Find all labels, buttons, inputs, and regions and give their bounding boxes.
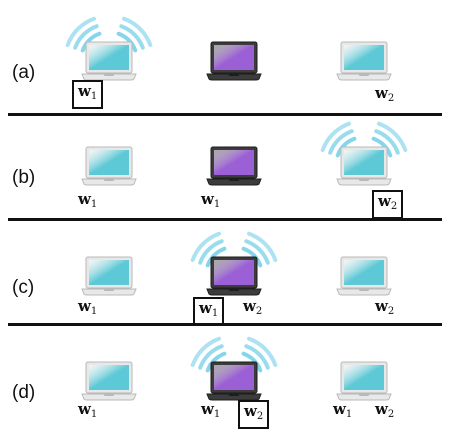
wifi-signal-arc-icon bbox=[241, 246, 263, 268]
row-divider bbox=[8, 113, 442, 116]
light-laptop-icon bbox=[335, 360, 393, 406]
wifi-signal-arc-icon bbox=[244, 344, 270, 370]
wifi-signal-arc-icon bbox=[247, 231, 278, 262]
wifi-signal-arc-icon bbox=[371, 136, 393, 158]
symbol: w1 bbox=[78, 297, 98, 317]
symbol: w1 bbox=[201, 400, 221, 420]
dark-laptop-icon bbox=[205, 40, 263, 86]
dark-laptop-icon bbox=[205, 255, 263, 301]
symbol: w2 bbox=[375, 400, 395, 420]
wifi-signal-arc-icon bbox=[247, 336, 278, 367]
wifi-signal-arc-icon bbox=[244, 239, 270, 265]
wifi-signal-arc-icon bbox=[119, 24, 145, 50]
light-laptop-icon bbox=[80, 255, 138, 301]
light-laptop-icon bbox=[335, 40, 393, 86]
light-laptop-icon bbox=[80, 360, 138, 406]
dark-laptop-icon bbox=[205, 145, 263, 191]
wifi-signal-arc-icon bbox=[377, 121, 408, 152]
wifi-signal-arc-icon bbox=[241, 351, 263, 373]
row-label: (d) bbox=[12, 382, 36, 403]
boxed-symbol: w1 bbox=[72, 80, 104, 109]
light-laptop-icon bbox=[80, 40, 138, 86]
boxed-symbol: w2 bbox=[238, 400, 270, 429]
wifi-signal-arc-icon bbox=[335, 136, 357, 158]
wifi-signal-arc-icon bbox=[320, 121, 351, 152]
boxed-symbol: w2 bbox=[372, 190, 404, 219]
wifi-signal-arc-icon bbox=[198, 344, 224, 370]
light-laptop-icon bbox=[80, 145, 138, 191]
wifi-signal-arc-icon bbox=[65, 16, 96, 47]
wifi-signal-arc-icon bbox=[190, 231, 221, 262]
symbol: w1 bbox=[78, 190, 98, 210]
symbol: w2 bbox=[375, 297, 395, 317]
row-label: (c) bbox=[12, 277, 35, 298]
row-divider bbox=[8, 218, 442, 221]
row-label: (a) bbox=[12, 62, 36, 83]
dark-laptop-icon bbox=[205, 360, 263, 406]
wifi-signal-arc-icon bbox=[116, 31, 138, 53]
symbol: w2 bbox=[243, 297, 263, 317]
wifi-signal-arc-icon bbox=[198, 239, 224, 265]
wifi-signal-arc-icon bbox=[122, 16, 153, 47]
row-label: (b) bbox=[12, 167, 36, 188]
wifi-signal-arc-icon bbox=[328, 129, 354, 155]
symbol: w1 bbox=[78, 400, 98, 420]
wifi-signal-arc-icon bbox=[80, 31, 102, 53]
row-divider bbox=[8, 323, 442, 326]
wifi-signal-arc-icon bbox=[205, 351, 227, 373]
symbol: w2 bbox=[375, 84, 395, 104]
wifi-signal-arc-icon bbox=[190, 336, 221, 367]
symbol: w1 bbox=[333, 400, 353, 420]
boxed-symbol: w1 bbox=[193, 297, 225, 326]
light-laptop-icon bbox=[335, 255, 393, 301]
light-laptop-icon bbox=[335, 145, 393, 191]
wifi-signal-arc-icon bbox=[73, 24, 99, 50]
wifi-signal-arc-icon bbox=[374, 129, 400, 155]
wifi-signal-arc-icon bbox=[205, 246, 227, 268]
symbol: w1 bbox=[201, 190, 221, 210]
